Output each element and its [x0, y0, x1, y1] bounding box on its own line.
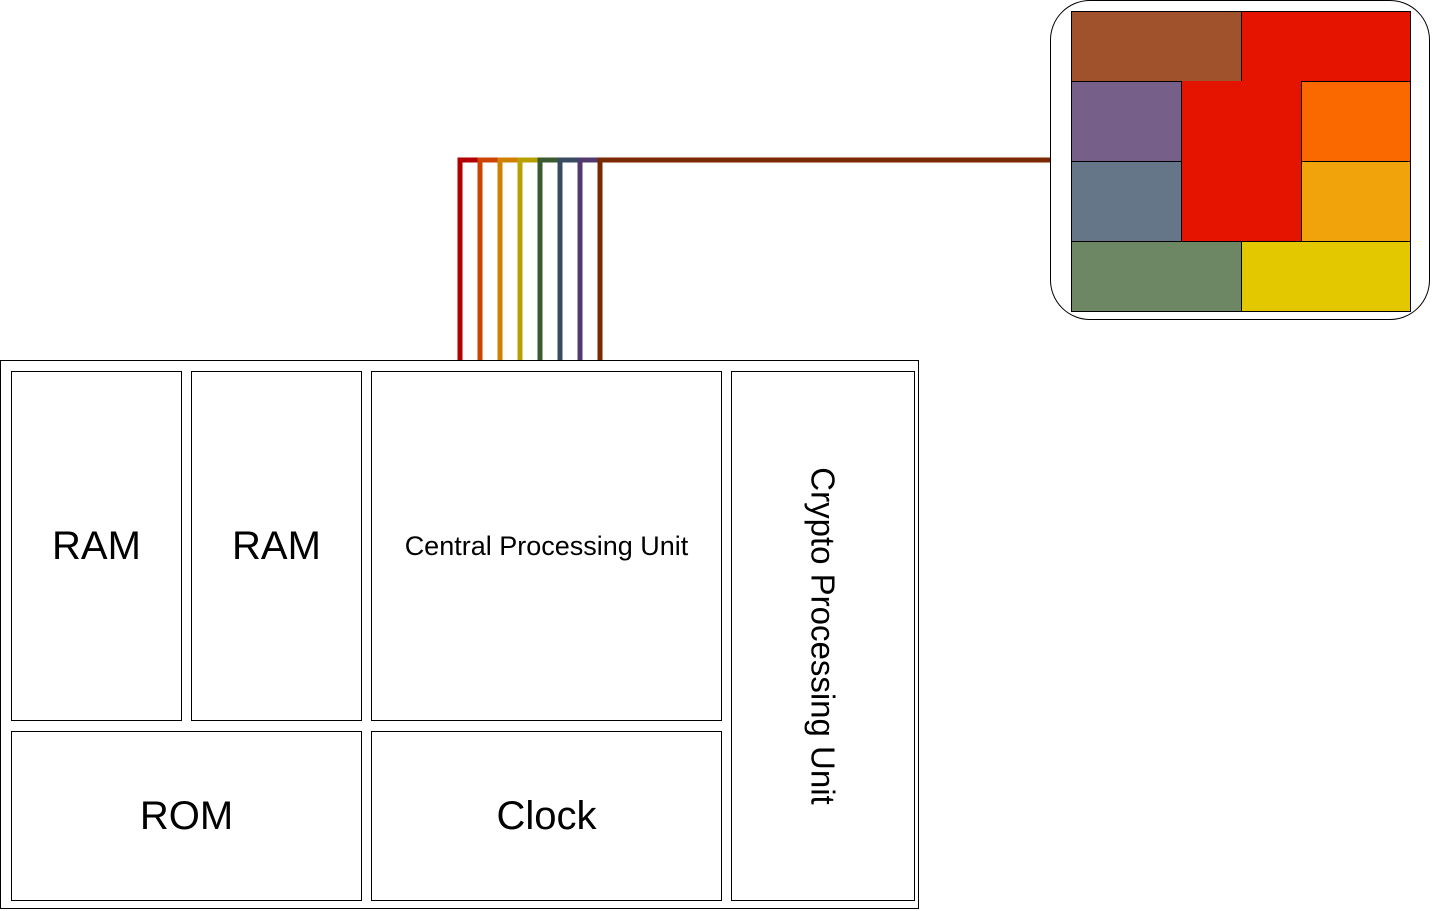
bus-wire-1 — [457, 157, 480, 360]
ram-block-1: RAM — [11, 371, 182, 721]
ram-block-2: RAM — [191, 371, 362, 721]
bus-wire-2 — [477, 157, 500, 360]
bus-wire-8 — [597, 157, 620, 360]
ram-label-1: RAM — [52, 523, 141, 568]
chip-module — [1050, 0, 1430, 320]
system-board: RAM RAM Central Processing Unit Crypto P… — [0, 360, 919, 909]
chip-tile-orange — [1301, 81, 1411, 162]
chip-tile-red-center — [1181, 81, 1302, 242]
bus-wire-3 — [497, 157, 520, 360]
chip-tile-brown — [1071, 11, 1242, 82]
ram-label-2: RAM — [232, 523, 321, 568]
rom-label: ROM — [139, 793, 234, 838]
chip-tile-olive-green — [1071, 241, 1242, 312]
bus-wire-4 — [517, 157, 540, 360]
crypto-label: Crypto Processing Unit — [805, 467, 842, 805]
chip-tile-purple — [1071, 81, 1182, 162]
cpu-block: Central Processing Unit — [371, 371, 722, 721]
chip-tile-amber — [1301, 161, 1411, 242]
clock-block: Clock — [371, 731, 722, 901]
bus-wire-7 — [577, 157, 600, 360]
chip-tile-yellow — [1241, 241, 1411, 312]
clock-label: Clock — [496, 793, 597, 838]
cpu-label: Central Processing Unit — [404, 530, 689, 561]
bus-wire-6 — [557, 157, 580, 360]
chip-tile-red-top — [1241, 11, 1411, 82]
crypto-block: Crypto Processing Unit — [731, 371, 915, 901]
bus-wire-5 — [537, 157, 560, 360]
chip-tile-slate — [1071, 161, 1182, 242]
rom-block: ROM — [11, 731, 362, 901]
